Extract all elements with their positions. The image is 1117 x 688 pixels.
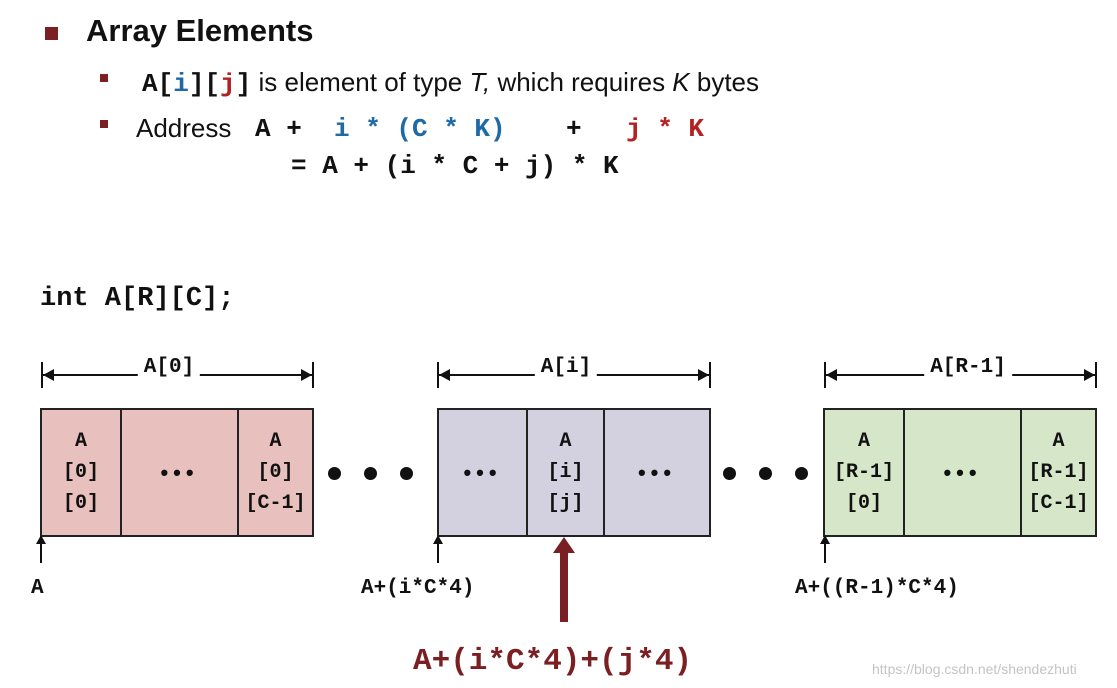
elements-ellipsis-right: ••• <box>603 410 709 535</box>
elements-ellipsis: ••• <box>903 410 1020 535</box>
element-a-r-1-c-1: A[R-1][C-1] <box>1020 410 1095 535</box>
bullet-1-text-1: is element of type <box>251 67 470 97</box>
bullet-2-label: Address <box>136 113 232 143</box>
expr-a: A[ <box>142 69 174 99</box>
dim-label-ar-1: A[R-1] <box>924 356 1012 380</box>
elements-ellipsis: ••• <box>120 410 237 535</box>
heading: Array Elements <box>86 13 314 48</box>
bullet-2-part-j: j * K <box>626 114 705 144</box>
bullet-1-text-2: which requires <box>490 67 673 97</box>
array-row-a0: A[0][0] ••• A[0][C-1] <box>40 408 314 537</box>
type-t: T, <box>469 67 491 97</box>
dim-label-ai: A[i] <box>534 356 598 380</box>
dim-label-a0: A[0] <box>137 356 201 380</box>
watermark: https://blog.csdn.net/shendezhuti <box>872 661 1077 677</box>
heading-bullet-icon <box>45 27 58 40</box>
bullet-1-icon <box>100 74 108 82</box>
bullet-1: A[i][j] is element of type T, which requ… <box>142 66 759 100</box>
bullet-2-part-plus: + <box>566 114 582 144</box>
element-a-0-c-1: A[0][C-1] <box>237 410 312 535</box>
bullet-1-text-3: bytes <box>689 67 760 97</box>
address-ar-1: A+((R-1)*C*4) <box>795 577 959 600</box>
element-a-r-1-0: A[R-1][0] <box>833 430 894 515</box>
bullet-2-part-i: i * (C * K) <box>334 114 506 144</box>
element-address: A+(i*C*4)+(j*4) <box>413 644 693 679</box>
expr-end: ] <box>235 69 252 99</box>
expr-i: i <box>173 69 189 99</box>
element-a-i-j: A[i][j] <box>526 410 603 535</box>
bullet-2-part-a: A + <box>255 114 302 144</box>
bullet-2-icon <box>100 120 108 128</box>
expr-mid: ][ <box>188 69 221 99</box>
address-ai: A+(i*C*4) <box>361 577 475 600</box>
expr-j: j <box>220 69 236 99</box>
address-a: A <box>31 577 44 600</box>
array-row-ar-1: A[R-1][0] ••• A[R-1][C-1] <box>823 408 1097 537</box>
element-a-0-0: A[0][0] <box>62 430 99 515</box>
bullet-2-line-2: = A + (i * C + j) * K <box>291 151 619 181</box>
declaration: int A[R][C]; <box>40 284 235 314</box>
array-row-ai: ••• A[i][j] ••• <box>437 408 711 537</box>
elements-ellipsis-left: ••• <box>463 460 502 485</box>
size-k: K <box>672 67 690 97</box>
